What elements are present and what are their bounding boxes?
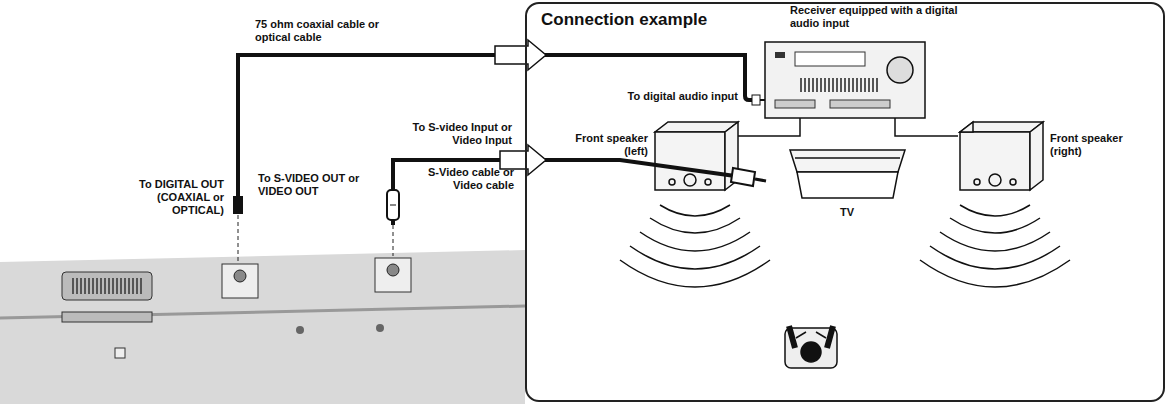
connector-label: To S-video Input or Video Input [400,121,512,147]
player-panel [0,250,525,404]
speaker-left [655,122,738,190]
connector-label: To DIGITAL OUT (COAXIAL or OPTICAL) [112,178,224,217]
connector-label: To S-VIDEO OUT or VIDEO OUT [258,172,368,198]
sound-waves [620,205,1070,287]
tv-label: TV [822,206,872,219]
cable-label: S-Video cable or Video cable [410,166,514,192]
speaker-label: Front speaker (left) [560,132,648,158]
speaker-label: Front speaker (right) [1050,132,1150,158]
listener [785,326,837,368]
coaxial-cable [233,40,768,214]
video-cable [387,145,766,225]
tv [790,150,905,198]
receiver [765,42,925,118]
region-box: Connection example [525,2,1165,402]
cable-label: 75 ohm coaxial cable or optical cable [255,18,385,44]
speaker-right [960,122,1043,190]
connector-label: To digital audio input [596,90,738,103]
device-label: Receiver equipped with a digital audio i… [790,4,965,30]
